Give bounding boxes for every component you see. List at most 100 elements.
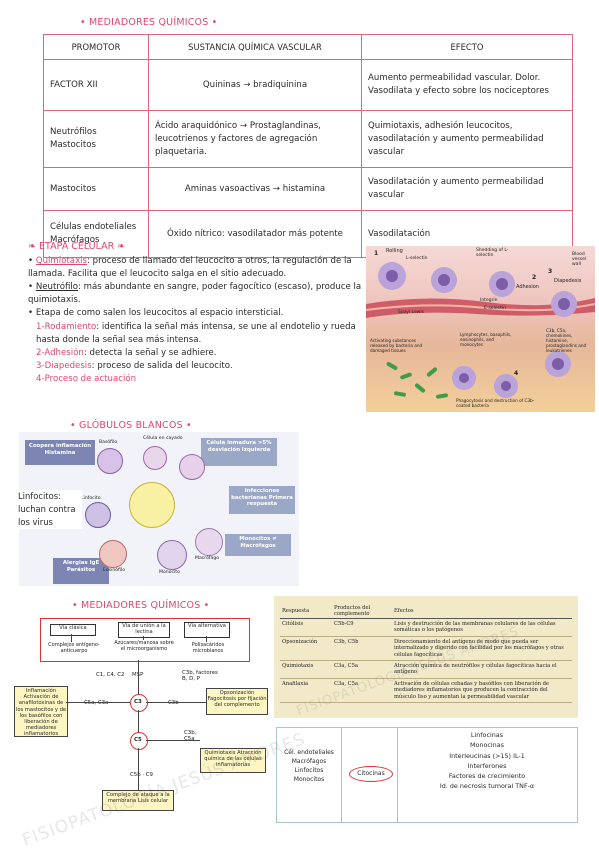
band-cell	[143, 446, 167, 470]
cytokines-diagram: Cél. endoteliales Macrófagos Linfocitos …	[276, 727, 578, 823]
label-complejos: Complejos antígeno-anticuerpo	[48, 642, 100, 654]
box-coopera: Coopera inflamación Histamina	[25, 440, 95, 465]
header-promotor: PROMOTOR	[43, 34, 149, 60]
box-complejo-ataque: Complejo de ataque a la membrana Lisis c…	[102, 790, 174, 811]
label-c3: C3	[134, 699, 142, 705]
arrow-line	[146, 740, 200, 741]
cell-efecto: Aumento permeabilidad vascular. Dolor. V…	[361, 59, 573, 111]
leaf-icon: ❧	[28, 241, 36, 252]
box-via-lectina: Vía de unión a la lectina	[118, 622, 170, 638]
table-row: Opsonización C3b, C5b Direccionamiento d…	[280, 636, 572, 662]
neutrophil-cell	[179, 454, 205, 480]
label-c1c4c2: C1, C4, C2	[96, 672, 125, 678]
cell-promotor: Células endoteliales Macrófagos	[43, 210, 149, 258]
table-row: Quimiotaxis C3a, C5a Atracción química d…	[280, 660, 572, 679]
quimiotaxis-line: • Quimiotaxis: proceso de llamado del le…	[28, 256, 352, 280]
mediadores-table: PROMOTOR SUSTANCIA QUÍMICA VASCULAR EFEC…	[43, 34, 573, 258]
box-opsonizacion: Opsonización Fagocitosis por fijación de…	[206, 688, 268, 715]
node-c3-circle	[130, 694, 148, 712]
label-msp: MSP	[132, 672, 143, 678]
arrow-line	[71, 634, 72, 642]
label-rolling: Rolling	[386, 248, 403, 254]
complement-pathway-diagram: Vía clásica Vía de unión a la lectina Ví…	[12, 614, 270, 828]
etapa-title: ❧ ETAPA CELULAR ❧	[28, 241, 126, 252]
step-4: 4-Proceso de actuación	[36, 373, 137, 384]
leaf-icon: ❧	[117, 241, 126, 252]
label-c3b: C3b	[168, 700, 179, 706]
cytokine-types: Linfocinas Monocinas Interleucinas (>15)…	[439, 731, 535, 791]
step-number: 3	[548, 268, 553, 275]
label-l-selectin: L-selectin	[406, 256, 428, 261]
neutrofilo-line: • Neutrófilo: más abundante en sangre, p…	[28, 282, 362, 306]
header-efecto: EFECTO	[361, 34, 573, 60]
arrow-line	[206, 636, 207, 642]
label-cayado: Célula en cayado	[143, 436, 183, 441]
header-efectos: Efectos	[392, 604, 572, 619]
complement-table: Respuesta Productos del complemento Efec…	[280, 604, 572, 704]
label-c3b-factores: C3b, factores B, D, P	[182, 670, 218, 682]
lymphocyte-cell	[85, 502, 111, 528]
citocinas-label: Citocinas	[349, 766, 393, 782]
section-title-mediadores-2: • MEDIADORES QUÍMICOS •	[72, 600, 210, 611]
table-row: Anafilaxia C3a, C5a Activación de célula…	[280, 678, 572, 704]
box-quimiotaxis: Quimiotaxis Atracción química de las cél…	[200, 748, 266, 773]
label-c3b-c5a: C3b, C5a	[184, 730, 197, 742]
header-sustancia: SUSTANCIA QUÍMICA VASCULAR	[148, 34, 362, 60]
eosinophil-cell	[99, 540, 127, 568]
cell-efecto: Vasodilatación y aumento permeabilidad v…	[361, 167, 573, 211]
label-c5: C5	[134, 737, 142, 743]
table-row: FACTOR XII Quininas → bradiquinina Aumen…	[43, 59, 573, 111]
label-polisacaridos: Polisacáridos microbianos	[191, 642, 225, 654]
step-3: 3-Diapedesis: proceso de salida del leuc…	[36, 360, 233, 371]
box-monocitos: Monocitos ≠ Macrófagos	[225, 534, 291, 556]
extravasation-illustration	[366, 262, 595, 399]
cell-sustancia: Quininas → bradiquinina	[148, 59, 362, 111]
linfocitos-note: Linfocitos: luchan contra los virus	[18, 490, 82, 529]
arrow-line	[138, 710, 139, 732]
cell-sustancia: Ácido araquidónico → Prostaglandinas, le…	[148, 110, 362, 168]
label-shedding: Shedding of L-selectin	[476, 248, 509, 258]
node-c5-circle	[130, 732, 148, 750]
label-integrin: Integrin	[480, 298, 498, 303]
cell-sustancia: Aminas vasoactivas → histamina	[148, 167, 362, 211]
label-monocito: Monocito	[159, 570, 180, 575]
box-via-clasica: Vía clásica	[50, 624, 96, 636]
step-1: 1-Rodamiento: identifica la señal más in…	[36, 321, 356, 345]
arrow-line	[66, 702, 130, 703]
step-number: 1	[374, 250, 379, 257]
divider	[397, 728, 398, 822]
box-via-alternativa: Vía alternativa	[184, 622, 230, 638]
cell-promotor: FACTOR XII	[43, 59, 149, 111]
cell-promotor: Neutrófilos Mastocitos	[43, 110, 149, 168]
box-alergias: Alergias IgE Parásitos	[53, 558, 109, 584]
box-infecciones: Infecciones bacterianas Primera respuest…	[229, 486, 295, 514]
complement-products-table-image: Respuesta Productos del complemento Efec…	[274, 596, 578, 718]
label-phagocytosis: Phagocytosis and destruction of C3b-coat…	[456, 398, 535, 408]
label-c5b-c9: C5b · C9	[130, 772, 153, 778]
macrophage-cell	[195, 528, 223, 556]
label-basofilo: Basófilo	[99, 440, 118, 445]
table-row: Neutrófilos Mastocitos Ácido araquidónic…	[43, 110, 573, 168]
cell-promotor: Mastocitos	[43, 167, 149, 211]
step-number: 4	[514, 370, 519, 377]
etapa-celular-section: ❧ ETAPA CELULAR ❧ • Quimiotaxis: proceso…	[28, 240, 366, 386]
box-inflamacion: Inflamación Activación de anafilotoxinas…	[14, 686, 68, 738]
section-title-globulos: • GLÓBULOS BLANCOS •	[70, 420, 192, 431]
arrow-line	[146, 702, 206, 703]
label-activating-substances: Activating substances released by bacter…	[370, 338, 423, 353]
label-chemokines: C3b, C5a, chemokines, histamine, prostag…	[546, 328, 587, 353]
header-productos: Productos del complemento	[332, 604, 392, 619]
center-cell	[129, 482, 175, 528]
label-adhesion: Adhesion	[516, 284, 539, 290]
label-eosinofilo: Eosinófilo	[103, 568, 126, 573]
header-respuesta: Respuesta	[280, 604, 332, 619]
label-e-selectin: E-selectin	[484, 306, 506, 311]
label-vessel-wall: Blood vessel wall	[572, 252, 587, 267]
arrow-line	[143, 636, 144, 640]
monocyte-cell	[157, 540, 187, 570]
cytokine-sources: Cél. endoteliales Macrófagos Linfocitos …	[284, 749, 334, 783]
cell-efecto: Quimiotaxis, adhesión leucocitos, vasodi…	[361, 110, 573, 168]
label-linfocito: Linfocito	[81, 496, 101, 501]
divider	[341, 728, 342, 822]
label-macrofago: Macrófago	[195, 556, 220, 561]
